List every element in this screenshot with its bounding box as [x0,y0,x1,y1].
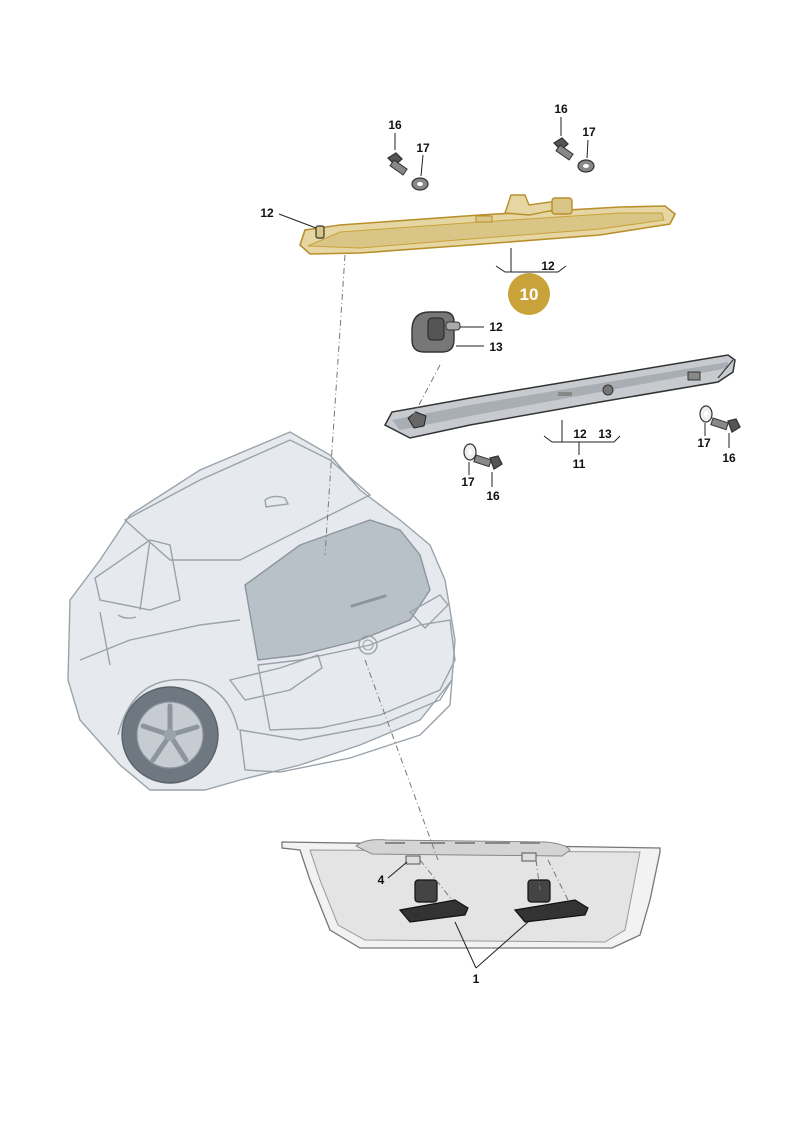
brake-light-icon [299,194,677,255]
badge-label: 10 [520,285,539,304]
screw-icon [552,137,574,161]
label-washer-mid: 17 [461,475,475,489]
screw-icon [473,454,503,470]
leader-lines [278,117,730,969]
washer-icon [699,405,713,423]
part-number-badge: 10 [508,273,550,315]
assembly-lines [324,254,569,901]
washer-icon [577,159,595,173]
handle-bar-icon [383,354,736,439]
callout-labels: 16 17 16 17 12 12 12 13 12 13 11 17 16 1… [260,102,736,986]
license-lamp-icon [513,852,589,923]
license-lamp-icon [398,855,469,923]
washer-icon [463,443,477,461]
label-bar-group-13: 13 [598,427,612,441]
license-plate-recess [281,839,661,949]
washer-icon [411,177,429,191]
label-screw-mid: 16 [486,489,500,503]
label-light-left-clip: 12 [260,206,274,220]
label-bar-group-12: 12 [573,427,587,441]
car-rear-icon [67,431,456,791]
label-screw-top-left: 16 [388,118,402,132]
screw-icon [710,417,741,433]
label-motor-pin: 12 [489,320,503,334]
label-motor-seal: 13 [489,340,503,354]
label-light-group: 12 [541,259,555,273]
label-washer-right: 17 [697,436,711,450]
label-screw-right: 16 [722,451,736,465]
label-washer-top-left: 17 [416,141,430,155]
label-bar-group: 11 [573,457,586,471]
label-plate-clip: 4 [378,873,385,887]
label-screw-top-right: 16 [554,102,568,116]
camera-motor-icon [411,311,461,353]
label-washer-top-right: 17 [582,125,596,139]
screw-icon [386,152,408,176]
label-plate-lights: 1 [473,972,480,986]
